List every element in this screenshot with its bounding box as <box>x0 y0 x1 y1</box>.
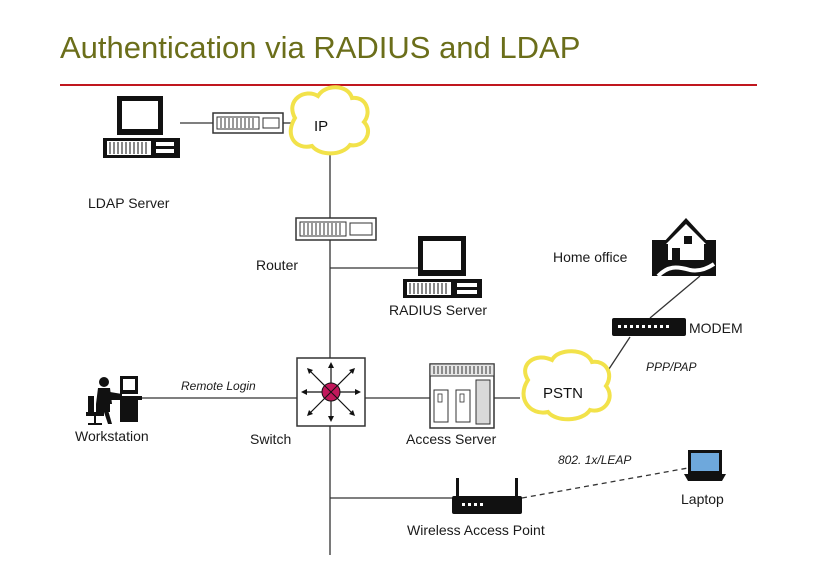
connection-lines <box>140 122 701 555</box>
remote-login-label: Remote Login <box>181 379 256 393</box>
ldap-gateway-device <box>212 112 284 134</box>
workstation-label: Workstation <box>75 428 149 444</box>
page-title: Authentication via RADIUS and LDAP <box>60 30 581 65</box>
laptop-icon <box>684 450 726 481</box>
ppp-pap-label: PPP/PAP <box>646 360 696 374</box>
switch-icon <box>296 357 366 427</box>
laptop-label: Laptop <box>681 491 724 507</box>
radius-server-icon <box>403 236 482 298</box>
modem-icon <box>612 318 686 336</box>
workstation-icon <box>86 376 142 425</box>
ip-cloud: IP <box>288 85 370 156</box>
router-icon <box>295 217 377 241</box>
dot1x-leap-label: 802. 1x/LEAP <box>558 453 631 467</box>
access-server-label: Access Server <box>406 431 497 447</box>
wireless-dashed-line <box>521 467 689 499</box>
radius-server-label: RADIUS Server <box>389 302 487 318</box>
pstn-cloud-label: PSTN <box>543 385 583 402</box>
switch-label: Switch <box>250 431 291 447</box>
ldap-server-icon <box>103 96 180 158</box>
router-label: Router <box>256 257 298 273</box>
pstn-modem-line <box>606 336 631 373</box>
access-server-icon <box>429 363 495 429</box>
pstn-cloud: PSTN <box>521 349 612 422</box>
wireless-access-point-label: Wireless Access Point <box>407 522 545 538</box>
modem-home-line <box>649 275 701 319</box>
title-divider <box>60 84 757 86</box>
home-office-label: Home office <box>553 249 628 265</box>
modem-label: MODEM <box>689 320 743 336</box>
ip-cloud-label: IP <box>314 118 328 135</box>
wireless-access-point-icon <box>452 478 522 514</box>
ldap-server-label: LDAP Server <box>88 195 170 211</box>
home-office-icon <box>652 218 716 278</box>
